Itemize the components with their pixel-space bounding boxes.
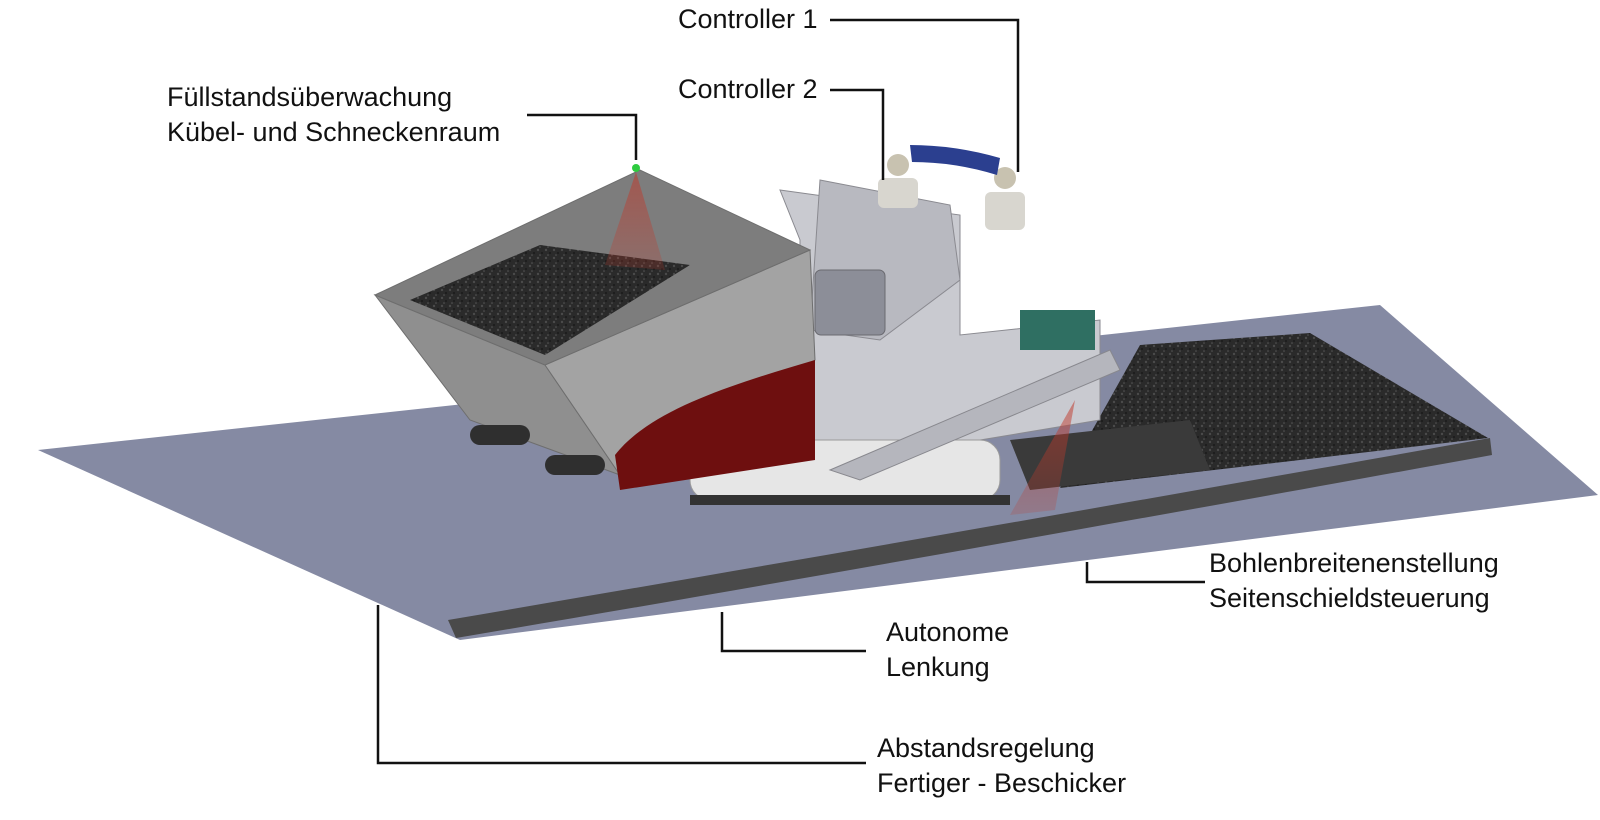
operator-1-head xyxy=(887,154,909,176)
leader-screed-width xyxy=(1085,562,1205,584)
label-steering-line1: Autonome xyxy=(886,617,1010,647)
label-fill-level-line2: Kübel- und Schneckenraum xyxy=(167,117,501,147)
seat-2 xyxy=(985,192,1025,230)
leader-controller-2 xyxy=(830,88,885,180)
auger-sensor-beam xyxy=(1010,400,1075,515)
leader-fill-level xyxy=(527,113,638,160)
label-screed-width-line1: Bohlenbreitenenstellung xyxy=(1209,548,1499,578)
curb-edge xyxy=(448,438,1492,638)
hopper-red-panel xyxy=(615,360,815,490)
label-screed-width-line2: Seitenschieldsteuerung xyxy=(1209,583,1490,613)
cab-window xyxy=(814,269,886,336)
label-fill-level: Füllstandsüberwachung Kübel- und Schneck… xyxy=(167,80,500,150)
label-controller-1-text: Controller 1 xyxy=(678,4,818,34)
leader-distance xyxy=(376,605,866,765)
label-distance-line1: Abstandsregelung xyxy=(877,733,1095,763)
leader-controller-1 xyxy=(830,18,1020,172)
push-roller-2 xyxy=(545,455,605,475)
leader-lines xyxy=(376,18,1205,765)
conveyor-boom xyxy=(828,349,1121,481)
label-fill-level-line1: Füllstandsüberwachung xyxy=(167,82,453,112)
hopper-sensor-beam xyxy=(605,172,665,270)
push-roller-1 xyxy=(470,425,530,445)
label-distance-line2: Fertiger - Beschicker xyxy=(877,768,1127,798)
label-distance: Abstandsregelung Fertiger - Beschicker xyxy=(877,731,1126,801)
label-steering: Autonome Lenkung xyxy=(886,615,1009,685)
operator-2-head xyxy=(994,167,1016,189)
hopper-sensor xyxy=(632,164,640,172)
label-steering-line2: Lenkung xyxy=(886,652,990,682)
label-screed-width: Bohlenbreitenenstellung Seitenschieldste… xyxy=(1209,546,1499,616)
display-panel xyxy=(910,145,1000,175)
screed-control-box xyxy=(1020,310,1095,350)
label-controller-1: Controller 1 xyxy=(678,2,818,37)
seat-1 xyxy=(878,178,918,208)
hopper-asphalt-load xyxy=(410,245,690,355)
label-controller-2-text: Controller 2 xyxy=(678,74,818,104)
label-controller-2: Controller 2 xyxy=(678,72,818,107)
leader-steering xyxy=(720,612,866,653)
track-base xyxy=(690,495,1010,505)
